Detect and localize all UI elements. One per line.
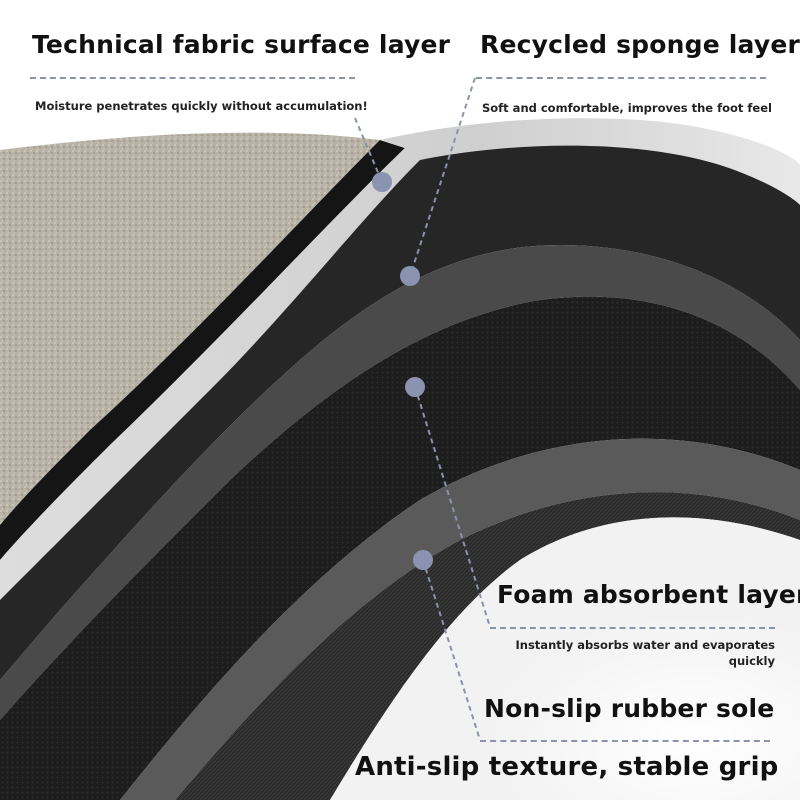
foam-layer-title: Foam absorbent layer (497, 580, 800, 609)
fabric-layer-description: Moisture penetrates quickly without accu… (35, 99, 368, 113)
marker-dot (405, 377, 425, 397)
layer-markers (372, 172, 433, 570)
sponge-layer-description: Soft and comfortable, improves the foot … (482, 101, 772, 115)
foam-layer-rule (490, 627, 775, 629)
recycled-sponge-layer (0, 145, 800, 680)
sponge-grey-band (0, 245, 800, 720)
rubber-sole-title: Non-slip rubber sole (484, 694, 775, 723)
foam-absorbent-layer (0, 296, 800, 800)
marker-dot (372, 172, 392, 192)
footer-tagline: Anti-slip texture, stable grip (355, 752, 779, 782)
foam-layer-description-line2: quickly (728, 654, 775, 668)
fabric-layer-rule (30, 77, 355, 79)
marker-dot (400, 266, 420, 286)
sponge-layer-rule (476, 77, 766, 79)
rubber-sole-rule (480, 740, 770, 742)
fabric-surface-layer (0, 132, 380, 525)
foam-layer-description-line1: Instantly absorbs water and evaporates (515, 638, 776, 652)
foam-edge (120, 438, 800, 800)
marker-dot (413, 550, 433, 570)
leader-lines (354, 77, 491, 741)
fabric-layer-title: Technical fabric surface layer (32, 30, 451, 59)
sponge-layer-title: Recycled sponge layer (480, 30, 800, 59)
fabric-edge (0, 140, 405, 560)
